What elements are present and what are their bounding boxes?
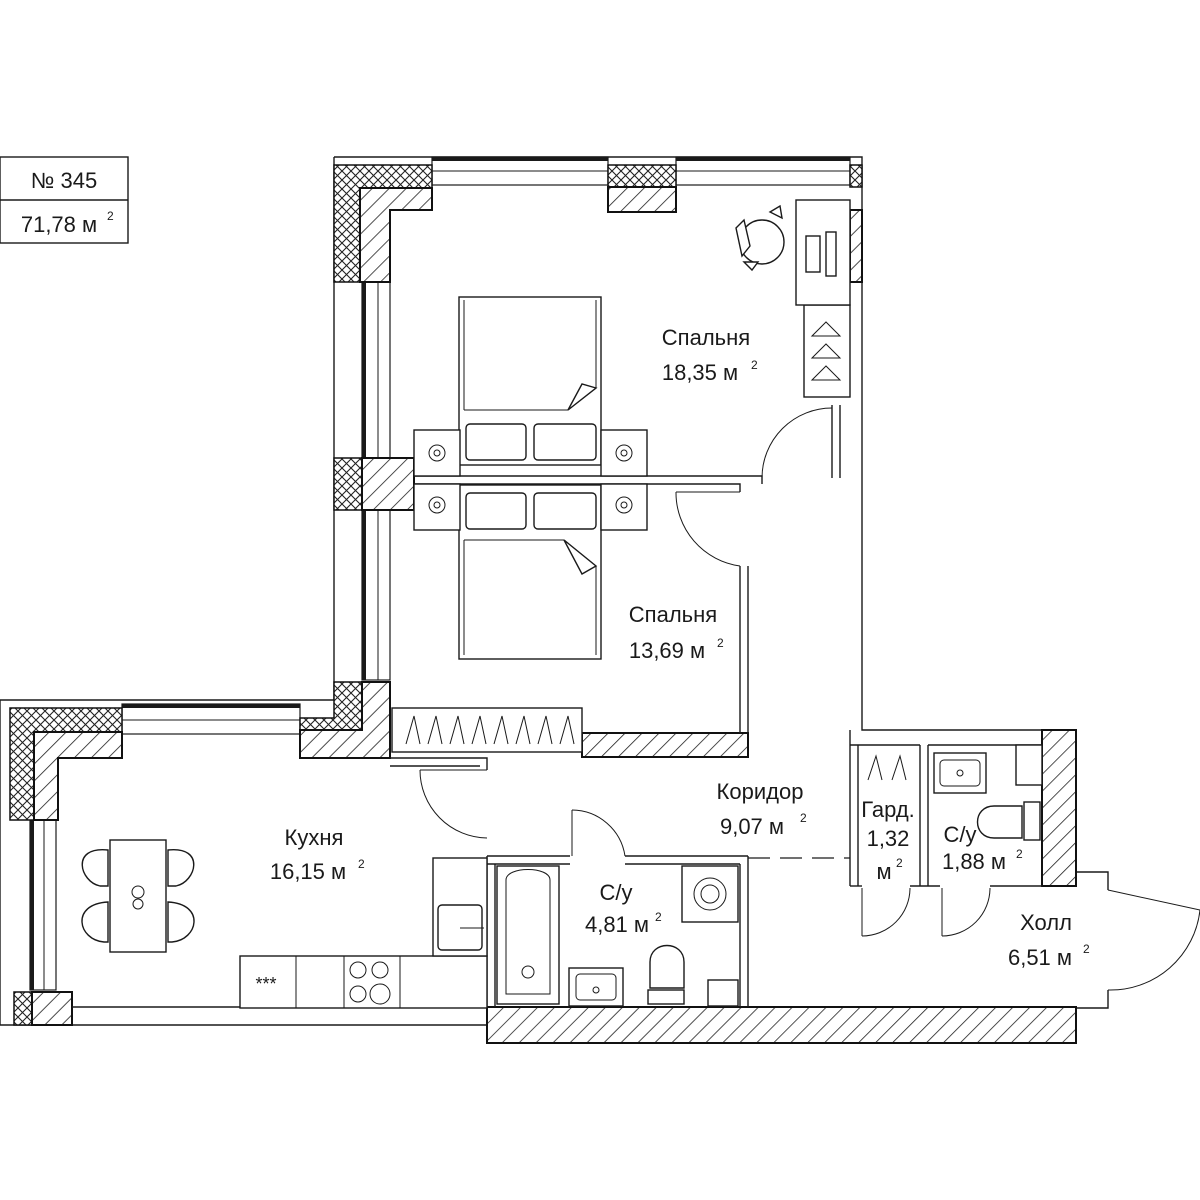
apartment-total-area: 71,78 м: [21, 212, 97, 237]
room-label-bedroom-2: Спальня 13,69 м 2: [629, 602, 724, 663]
wardrobe-hall-rail: [867, 754, 907, 781]
room-label-bathroom-small: С/у 1,88 м 2: [942, 822, 1023, 874]
sink-small: [933, 752, 987, 794]
svg-text:м: м: [876, 859, 891, 884]
room-label-kitchen: Кухня 16,15 м 2: [270, 825, 365, 884]
svg-text:9,07 м: 9,07 м: [720, 814, 784, 839]
svg-text:Спальня: Спальня: [662, 325, 750, 350]
svg-text:1,88 м: 1,88 м: [942, 849, 1006, 874]
room-label-bathroom-main: С/у 4,81 м 2: [585, 880, 662, 937]
hanger-icon: [810, 321, 842, 381]
room-label-hall: Холл 6,51 м 2: [1008, 910, 1090, 970]
room-label-wardrobe: Гард. 1,32 м 2: [861, 797, 915, 884]
svg-text:2: 2: [1083, 942, 1090, 956]
stove-icon: [349, 961, 391, 1005]
shaft-bath: [707, 979, 739, 1007]
hatched-walls: [9, 164, 1077, 1044]
apartment-stamp: № 345 71,78 м 2: [0, 156, 129, 244]
cooktop-mark: ***: [255, 974, 276, 994]
svg-text:Холл: Холл: [1020, 910, 1072, 935]
computer-monitor: [805, 231, 837, 277]
svg-text:2: 2: [751, 358, 758, 372]
bed-2: [413, 483, 648, 660]
svg-text:2: 2: [358, 857, 365, 871]
svg-text:Спальня: Спальня: [629, 602, 717, 627]
svg-text:С/у: С/у: [944, 822, 977, 847]
toilet-main: [647, 945, 685, 1005]
svg-text:С/у: С/у: [600, 880, 633, 905]
shaft-small: [1015, 744, 1043, 786]
dining-table: [81, 839, 195, 953]
svg-text:2: 2: [717, 636, 724, 650]
sink-main: [568, 967, 624, 1007]
svg-text:2: 2: [1016, 847, 1023, 861]
svg-text:1,32: 1,32: [867, 826, 910, 851]
apartment-number: № 345: [31, 168, 97, 193]
svg-text:2: 2: [800, 811, 807, 825]
svg-text:Коридор: Коридор: [717, 779, 804, 804]
room-label-corridor: Коридор 9,07 м 2: [717, 779, 807, 839]
svg-text:18,35 м: 18,35 м: [662, 360, 738, 385]
bed-1: [413, 296, 648, 477]
svg-text:4,81 м: 4,81 м: [585, 912, 649, 937]
doors: [419, 407, 1200, 991]
svg-text:13,69 м: 13,69 м: [629, 638, 705, 663]
bathtub: [496, 865, 560, 1005]
apartment-area-sup: 2: [107, 209, 114, 223]
washing-machine: [681, 865, 739, 923]
toilet-small: [977, 801, 1041, 841]
windows: [29, 156, 851, 991]
svg-text:16,15 м: 16,15 м: [270, 859, 346, 884]
svg-text:Гард.: Гард.: [861, 797, 915, 822]
svg-text:2: 2: [655, 910, 662, 924]
svg-text:2: 2: [896, 856, 903, 870]
room-label-bedroom-1: Спальня 18,35 м 2: [662, 325, 758, 385]
wardrobe-rail: [391, 707, 583, 753]
desk-chair: [735, 204, 785, 272]
svg-text:6,51 м: 6,51 м: [1008, 945, 1072, 970]
svg-text:Кухня: Кухня: [285, 825, 344, 850]
